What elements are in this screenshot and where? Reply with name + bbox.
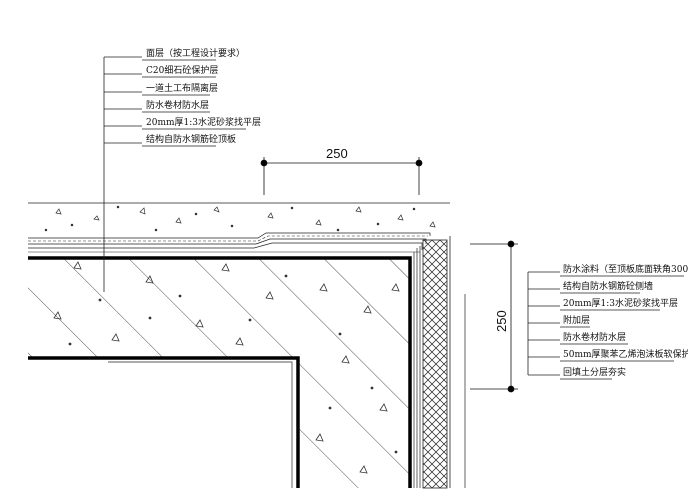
- horizontal-dimension-value: 250: [326, 146, 348, 161]
- right-callout-leaders: [527, 271, 684, 380]
- top-label-roof-slab: 结构自防水钢筋砼顶板: [146, 133, 236, 145]
- top-callout-labels: 面层（按工程设计要求） C20细石砼保护层 一道土工布隔离层 防水卷材防水层 2…: [146, 47, 261, 145]
- protective-layer-aggregate: [44, 205, 436, 232]
- top-label-membrane: 防水卷材防水层: [146, 99, 209, 111]
- wall-waterproof-layers: [413, 246, 421, 488]
- top-label-geotextile: 一道土工布隔离层: [146, 82, 218, 94]
- top-callout-leaders: [103, 56, 246, 292]
- concrete-roof-slab-and-wall: [28, 256, 412, 488]
- interior-finish-line: [108, 361, 293, 488]
- top-label-c20: C20细石砼保护层: [146, 64, 218, 76]
- top-label-finish: 面层（按工程设计要求）: [146, 47, 245, 59]
- top-label-screed: 20mm厚1:3水泥砂浆找平层: [146, 116, 261, 128]
- right-label-additional-layer: 附加层: [563, 314, 590, 326]
- right-label-membrane: 防水卷材防水层: [563, 331, 626, 343]
- right-callout-labels: 防水涂料（至顶板底面轶角300mm） 结构自防水钢筋砼侧墙 20mm厚1:3水泥…: [563, 263, 688, 378]
- right-label-screed: 20mm厚1:3水泥砂浆找平层: [563, 297, 678, 309]
- horizontal-dimension: [260, 157, 423, 195]
- slab-inner-outline: [28, 356, 300, 488]
- top-membrane-layers: [28, 232, 431, 253]
- right-label-coating: 防水涂料（至顶板底面轶角300mm）: [563, 263, 688, 275]
- polystyrene-protection-board: [422, 239, 448, 489]
- right-label-backfill: 回填土分层夯实: [563, 366, 626, 378]
- vertical-dimension-value: 250: [494, 310, 509, 332]
- right-label-eps-board: 50mm厚聚苯乙烯泡沫板软保护层: [563, 348, 688, 360]
- right-label-side-wall: 结构自防水钢筋砼侧墙: [563, 280, 653, 292]
- vertical-dimension: [470, 240, 518, 393]
- slab-outline: [28, 256, 412, 488]
